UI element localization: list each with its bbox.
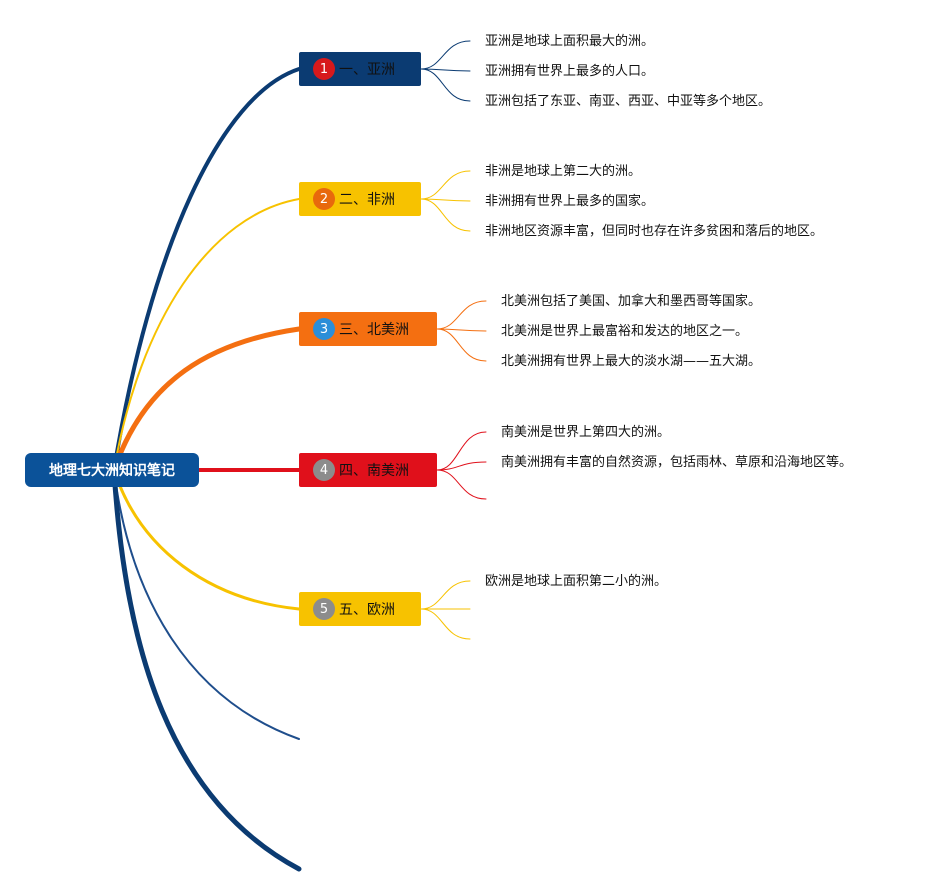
- branch-south-america[interactable]: 4 四、南美洲: [299, 453, 437, 487]
- leaf-line-south-america-3: [436, 469, 487, 500]
- leaf-line-africa-1: [420, 170, 471, 200]
- leaf-line-north-america-1: [436, 300, 487, 330]
- connector-north-america: [111, 326, 302, 473]
- number-badge-4: 4: [313, 459, 335, 481]
- connector-extra-1: [113, 469, 300, 740]
- connector-extra-2: [111, 467, 302, 872]
- note-north-america-2[interactable]: 北美洲是世界上最富裕和发达的地区之一。: [501, 324, 749, 339]
- leaf-line-europe-1: [420, 580, 471, 610]
- leaf-line-asia-3: [420, 68, 471, 102]
- note-north-america-1[interactable]: 北美洲包括了美国、加拿大和墨西哥等国家。: [501, 294, 762, 309]
- note-asia-2[interactable]: 亚洲拥有世界上最多的人口。: [485, 64, 655, 79]
- leaf-line-north-america-3: [436, 328, 487, 362]
- note-north-america-3[interactable]: 北美洲拥有世界上最大的淡水湖——五大湖。: [501, 354, 762, 369]
- branch-south-america-label: 四、南美洲: [339, 463, 409, 479]
- leaf-line-africa-2: [420, 198, 471, 202]
- number-badge-3: 3: [313, 318, 335, 340]
- connector-asia: [112, 67, 301, 472]
- leaf-line-north-america-2: [436, 328, 487, 332]
- branch-africa[interactable]: 2 二、非洲: [299, 182, 421, 216]
- branch-asia-label: 一、亚洲: [339, 62, 395, 78]
- branch-north-america[interactable]: 3 三、北美洲: [299, 312, 437, 346]
- branch-north-america-label: 三、北美洲: [339, 322, 409, 338]
- note-africa-3[interactable]: 非洲地区资源丰富，但同时也存在许多贫困和落后的地区。: [485, 224, 824, 239]
- number-badge-5: 5: [313, 598, 335, 620]
- note-africa-1[interactable]: 非洲是地球上第二大的洲。: [485, 164, 642, 179]
- number-badge-1: 1: [313, 58, 335, 80]
- leaf-line-asia-1: [420, 40, 471, 70]
- connector-africa: [113, 198, 300, 471]
- connector-europe: [112, 468, 301, 611]
- note-south-america-1[interactable]: 南美洲是世界上第四大的洲。: [501, 425, 671, 440]
- leaf-line-asia-2: [420, 68, 471, 72]
- branch-asia[interactable]: 1 一、亚洲: [299, 52, 421, 86]
- branch-europe[interactable]: 5 五、欧洲: [299, 592, 421, 626]
- leaf-line-south-america-1: [436, 431, 487, 471]
- number-badge-2: 2: [313, 188, 335, 210]
- root-topic-label: 地理七大洲知识笔记: [49, 463, 175, 479]
- root-topic[interactable]: 地理七大洲知识笔记: [25, 453, 199, 487]
- leaf-line-europe-3: [420, 608, 471, 640]
- note-europe-1[interactable]: 欧洲是地球上面积第二小的洲。: [485, 574, 668, 589]
- note-asia-3[interactable]: 亚洲包括了东亚、南亚、西亚、中亚等多个地区。: [485, 94, 772, 109]
- note-asia-1[interactable]: 亚洲是地球上面积最大的洲。: [485, 34, 655, 49]
- leaf-line-south-america-2: [436, 461, 487, 471]
- branch-africa-label: 二、非洲: [339, 192, 395, 208]
- note-south-america-2[interactable]: 南美洲拥有丰富的自然资源，包括雨林、草原和沿海地区等。: [501, 455, 853, 470]
- branch-europe-label: 五、欧洲: [339, 602, 395, 618]
- leaf-line-africa-3: [420, 198, 471, 232]
- note-africa-2[interactable]: 非洲拥有世界上最多的国家。: [485, 194, 655, 209]
